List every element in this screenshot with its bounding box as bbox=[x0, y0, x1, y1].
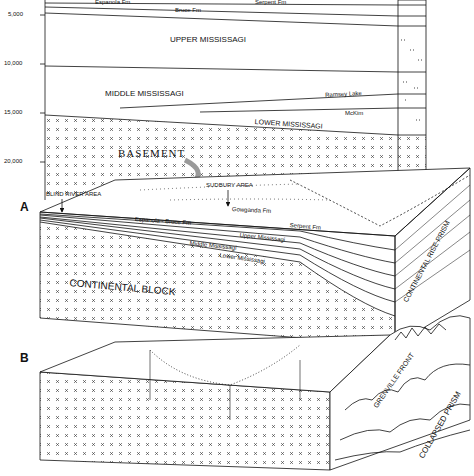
fault-line bbox=[150, 350, 300, 420]
depth-tick bbox=[40, 15, 45, 16]
block-a bbox=[40, 168, 470, 345]
collapsed-prism bbox=[330, 316, 470, 470]
depth-tick bbox=[40, 64, 45, 65]
front-face bbox=[40, 212, 395, 345]
basement-contact bbox=[45, 115, 398, 135]
member-label: Ramsey Lake bbox=[325, 90, 362, 98]
formation-boundary bbox=[45, 66, 398, 72]
pointer-arrow bbox=[62, 199, 63, 212]
block-b bbox=[40, 316, 470, 470]
column-boundaries bbox=[398, 5, 426, 135]
pointer-arrow bbox=[228, 190, 229, 206]
region-label: CONTINENTAL RISE PRISM bbox=[402, 220, 451, 304]
formation-label: UPPER MISSISSAGI bbox=[170, 36, 246, 44]
frame-line bbox=[45, 0, 46, 200]
depth-number: 15,000 bbox=[4, 109, 22, 115]
member-label: McKim bbox=[345, 110, 363, 116]
basement-label: BASEMENT bbox=[118, 148, 185, 159]
top-face bbox=[40, 335, 390, 392]
hummocky-surface bbox=[395, 324, 446, 340]
depth-number: 10,000 bbox=[4, 60, 22, 66]
formation-boundary bbox=[200, 108, 398, 112]
strata-line bbox=[40, 222, 395, 316]
formation-label: Bruce Fm bbox=[175, 7, 201, 13]
area-label: BLIND RIVER AREA bbox=[46, 191, 101, 197]
depth-number: 5,000 bbox=[8, 11, 23, 17]
depth-number: 20,000 bbox=[4, 158, 22, 164]
formation-label: MIDDLE MISSISSAGI bbox=[105, 90, 184, 98]
formation-boundary bbox=[45, 13, 398, 26]
area-label: SUDBURY AREA bbox=[206, 182, 253, 188]
column-stipple bbox=[401, 40, 422, 120]
panel-letter: B bbox=[20, 352, 29, 364]
top-section bbox=[40, 0, 426, 200]
depth-tick bbox=[40, 113, 45, 114]
formation-label: Espanola Fm bbox=[95, 0, 130, 5]
shelf-edge bbox=[290, 175, 470, 226]
formation-label: Serpent Fm bbox=[255, 0, 286, 5]
strata-line bbox=[40, 217, 395, 276]
thrust-line bbox=[335, 430, 470, 460]
basin-outline bbox=[150, 345, 300, 385]
formation-label: Upper Mississagi bbox=[239, 232, 285, 243]
strata-line bbox=[40, 218, 395, 289]
depth-tick bbox=[40, 162, 45, 163]
panel-letter: A bbox=[20, 201, 29, 213]
